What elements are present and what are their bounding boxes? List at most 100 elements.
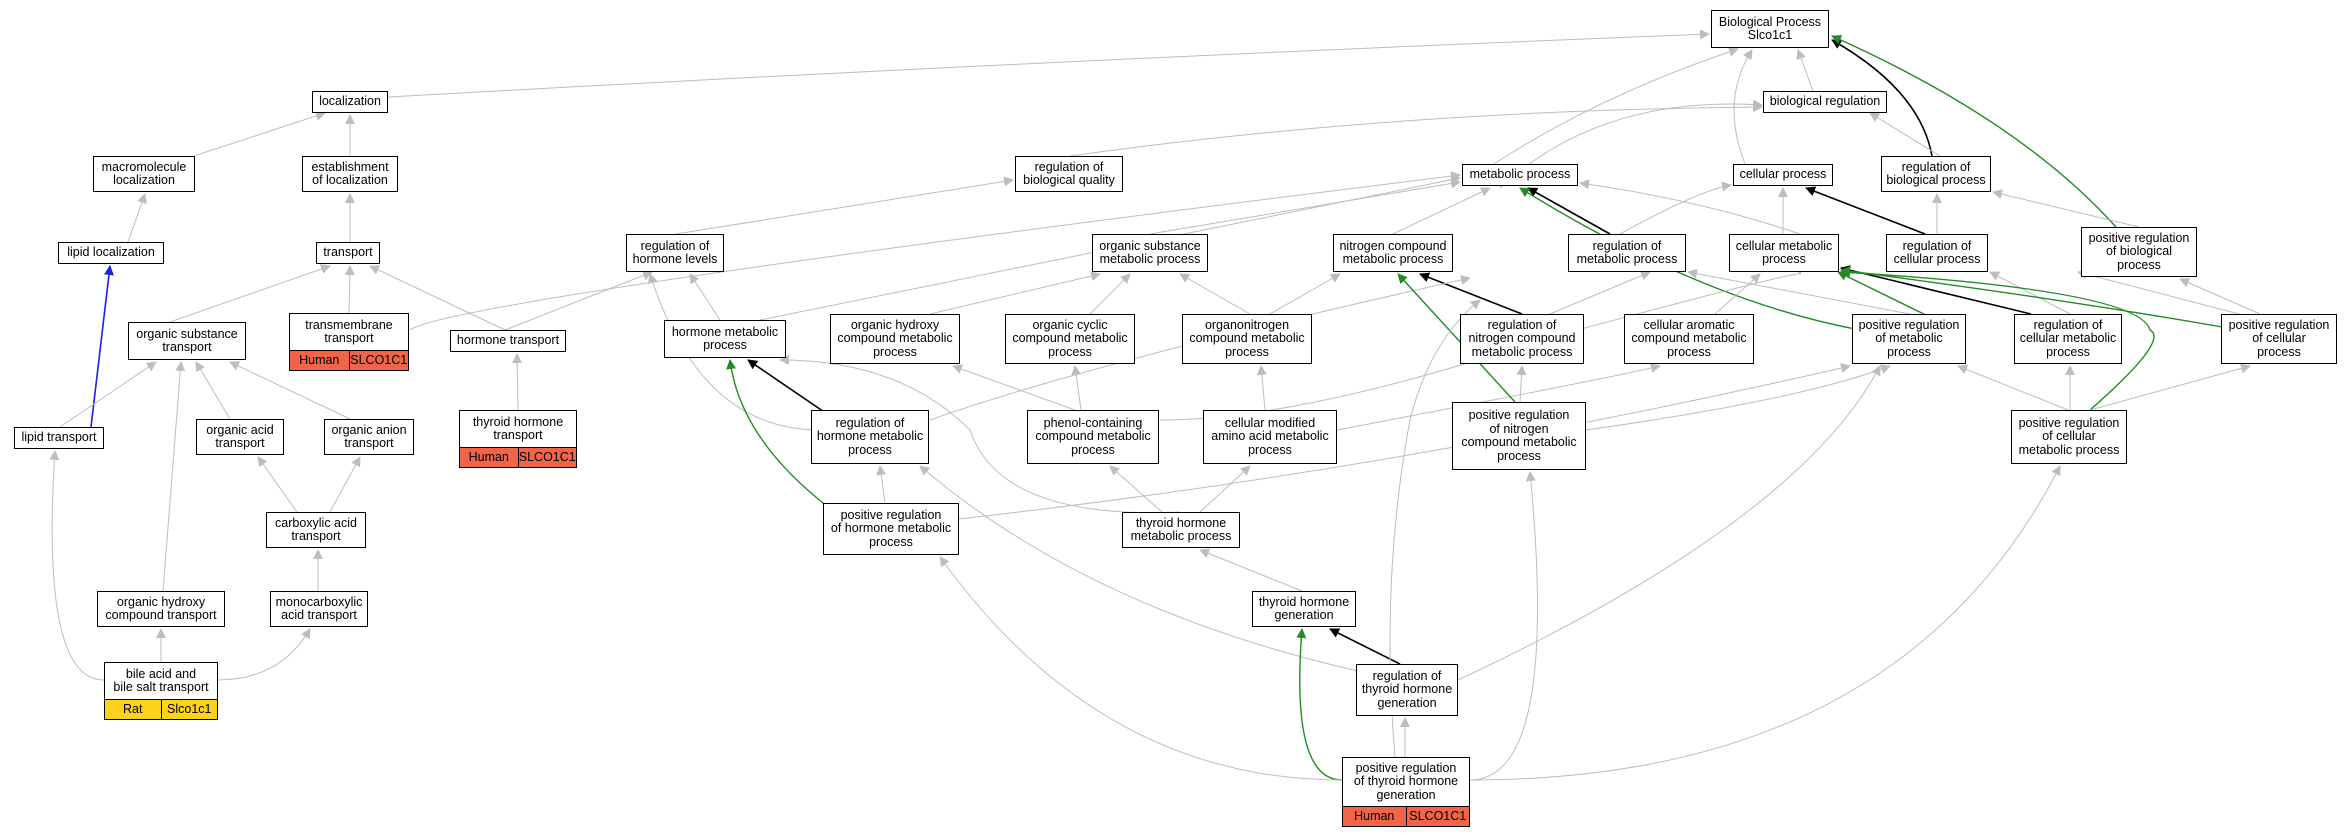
- edge-arrow: [1469, 465, 2061, 781]
- edge-arrow: [1519, 187, 1861, 331]
- node-cellular-metabolic-process[interactable]: cellular metabolic process: [1729, 234, 1839, 272]
- node-label: regulation of hormone metabolic process: [816, 415, 924, 457]
- node-label: regulation of nitrogen compound metaboli…: [1468, 317, 1576, 359]
- node-regulation-of-cellular-metabolic-process[interactable]: regulation of cellular metabolic process: [2014, 314, 2122, 364]
- node-transport[interactable]: transport: [316, 242, 380, 264]
- node-label: positive regulation of nitrogen compound…: [1461, 408, 1577, 463]
- edge-arrow: [1619, 181, 1732, 235]
- gene-tag: SLCO1C1: [348, 351, 408, 370]
- node-regulation-of-thyroid-hormone-generation[interactable]: regulation of thyroid hormone generation: [1356, 664, 1458, 716]
- edge-arrow: [929, 275, 1471, 421]
- node-label: regulation of thyroid hormone generation: [1361, 668, 1453, 710]
- node-label: cellular aromatic compound metabolic pro…: [1631, 317, 1747, 359]
- node-label: establishment of localization: [311, 159, 389, 187]
- node-label: positive regulation of thyroid hormone g…: [1353, 760, 1459, 802]
- node-thyroid-hormone-metabolic-process[interactable]: thyroid hormone metabolic process: [1122, 512, 1240, 548]
- edge-arrow: [127, 193, 147, 243]
- edge-arrow: [1089, 273, 1131, 315]
- edge-arrow: [1269, 273, 1341, 315]
- node-regulation-of-hormone-levels[interactable]: regulation of hormone levels: [626, 234, 724, 272]
- node-label: cellular metabolic process: [1735, 238, 1833, 266]
- node-positive-regulation-of-cellular-process[interactable]: positive regulation of cellular process: [2221, 314, 2337, 364]
- edge-arrow: [1796, 49, 1814, 92]
- node-regulation-of-hormone-metabolic-process[interactable]: regulation of hormone metabolic process: [811, 410, 929, 464]
- edge-arrow: [1336, 363, 1661, 431]
- edge-arrow: [329, 456, 361, 513]
- edge-arrow: [49, 450, 105, 681]
- edge-arrow: [1831, 35, 2117, 228]
- node-hormone-metabolic-process[interactable]: hormone metabolic process: [664, 320, 786, 358]
- node-biological-process-root[interactable]: Biological Process Slco1c1: [1711, 10, 1829, 48]
- edge-arrow: [409, 171, 1461, 331]
- node-monocarboxylic-acid-transport[interactable]: monocarboxylic acid transport: [270, 591, 368, 627]
- node-positive-regulation-of-thyroid-hormone-generation[interactable]: positive regulation of thyroid hormone g…: [1342, 757, 1470, 827]
- node-localization[interactable]: localization: [312, 91, 388, 113]
- node-nitrogen-compound-metabolic-process[interactable]: nitrogen compound metabolic process: [1333, 234, 1453, 272]
- node-macromolecule-localization[interactable]: macromolecule localization: [93, 156, 195, 192]
- species-tag: Human: [290, 351, 349, 370]
- node-positive-regulation-of-cellular-metabolic-process[interactable]: positive regulation of cellular metaboli…: [2011, 410, 2127, 464]
- node-regulation-of-nitrogen-compound-metabolic-process[interactable]: regulation of nitrogen compound metaboli…: [1460, 314, 1584, 364]
- species-tag: Human: [1343, 807, 1406, 826]
- node-lipid-localization[interactable]: lipid localization: [58, 242, 164, 264]
- node-regulation-of-biological-quality[interactable]: regulation of biological quality: [1015, 156, 1123, 192]
- node-regulation-of-biological-process[interactable]: regulation of biological process: [1881, 156, 1991, 192]
- edge-arrow: [1199, 548, 1303, 592]
- node-label: organic hydroxy compound metabolic proce…: [837, 317, 953, 359]
- edge-arrow: [1837, 271, 1937, 321]
- edge-arrow: [1549, 270, 1651, 315]
- node-label: monocarboxylic acid transport: [275, 594, 363, 622]
- node-label: lipid localization: [67, 245, 155, 260]
- node-organic-anion-transport[interactable]: organic anion transport: [324, 419, 414, 455]
- edge-arrow: [919, 465, 1401, 681]
- edge-arrow: [1179, 273, 1251, 315]
- node-label: positive regulation of cellular process: [2228, 317, 2330, 359]
- edge-arrow: [1579, 179, 1801, 235]
- node-label: thyroid hormone metabolic process: [1130, 515, 1232, 543]
- edge-arrow: [1296, 628, 1343, 781]
- node-establishment-of-localization[interactable]: establishment of localization: [302, 156, 398, 192]
- node-organic-cyclic-compound-metabolic-process[interactable]: organic cyclic compound metabolic proces…: [1005, 314, 1135, 364]
- edge-arrow: [1869, 112, 1941, 157]
- edge-arrow: [169, 264, 331, 323]
- node-label: positive regulation of cellular metaboli…: [2018, 415, 2120, 457]
- gene-tag: SLCO1C1: [517, 448, 576, 467]
- node-positive-regulation-of-metabolic-process[interactable]: positive regulation of metabolic process: [1852, 314, 1966, 364]
- node-organonitrogen-compound-metabolic-process[interactable]: organonitrogen compound metabolic proces…: [1182, 314, 1312, 364]
- node-cellular-process[interactable]: cellular process: [1733, 164, 1833, 186]
- node-organic-acid-transport[interactable]: organic acid transport: [196, 419, 284, 455]
- node-hormone-transport[interactable]: hormone transport: [450, 330, 566, 352]
- node-cellular-aromatic-compound-metabolic-process[interactable]: cellular aromatic compound metabolic pro…: [1624, 314, 1754, 364]
- node-cellular-modified-amino-acid-metabolic-process[interactable]: cellular modified amino acid metabolic p…: [1203, 410, 1337, 464]
- node-lipid-transport[interactable]: lipid transport: [14, 427, 104, 449]
- node-regulation-of-cellular-process[interactable]: regulation of cellular process: [1886, 234, 1988, 272]
- node-label: organonitrogen compound metabolic proces…: [1189, 317, 1305, 359]
- edge-arrow: [1687, 268, 1911, 315]
- node-organic-hydroxy-compound-transport[interactable]: organic hydroxy compound transport: [97, 591, 225, 627]
- edge-arrow: [1527, 187, 1611, 235]
- node-label: transmembrane transport: [305, 317, 393, 345]
- edge-arrow: [162, 361, 186, 592]
- node-metabolic-process[interactable]: metabolic process: [1462, 164, 1578, 186]
- node-organic-substance-transport[interactable]: organic substance transport: [128, 322, 246, 360]
- node-label: organic substance transport: [136, 326, 238, 354]
- node-label: organic hydroxy compound transport: [105, 594, 217, 622]
- node-positive-regulation-of-hormone-metabolic-process[interactable]: positive regulation of hormone metabolic…: [823, 503, 959, 555]
- node-positive-regulation-of-nitrogen-compound-metabolic-process[interactable]: positive regulation of nitrogen compound…: [1452, 402, 1586, 470]
- node-label: thyroid hormone generation: [1258, 594, 1350, 622]
- node-biological-regulation[interactable]: biological regulation: [1763, 91, 1887, 113]
- node-label: regulation of cellular process: [1893, 238, 1981, 266]
- node-phenol-containing-compound-metabolic-process[interactable]: phenol-containing compound metabolic pro…: [1027, 410, 1159, 464]
- edge-arrow: [876, 465, 887, 504]
- edge-arrow: [2179, 278, 2261, 315]
- node-thyroid-hormone-generation[interactable]: thyroid hormone generation: [1252, 591, 1356, 627]
- node-positive-regulation-of-biological-process[interactable]: positive regulation of biological proces…: [2081, 227, 2197, 277]
- node-organic-substance-metabolic-process[interactable]: organic substance metabolic process: [1092, 234, 1208, 272]
- node-carboxylic-acid-transport[interactable]: carboxylic acid transport: [266, 512, 366, 548]
- node-regulation-of-metabolic-process[interactable]: regulation of metabolic process: [1568, 234, 1686, 272]
- node-organic-hydroxy-compound-metabolic-process[interactable]: organic hydroxy compound metabolic proce…: [830, 314, 960, 364]
